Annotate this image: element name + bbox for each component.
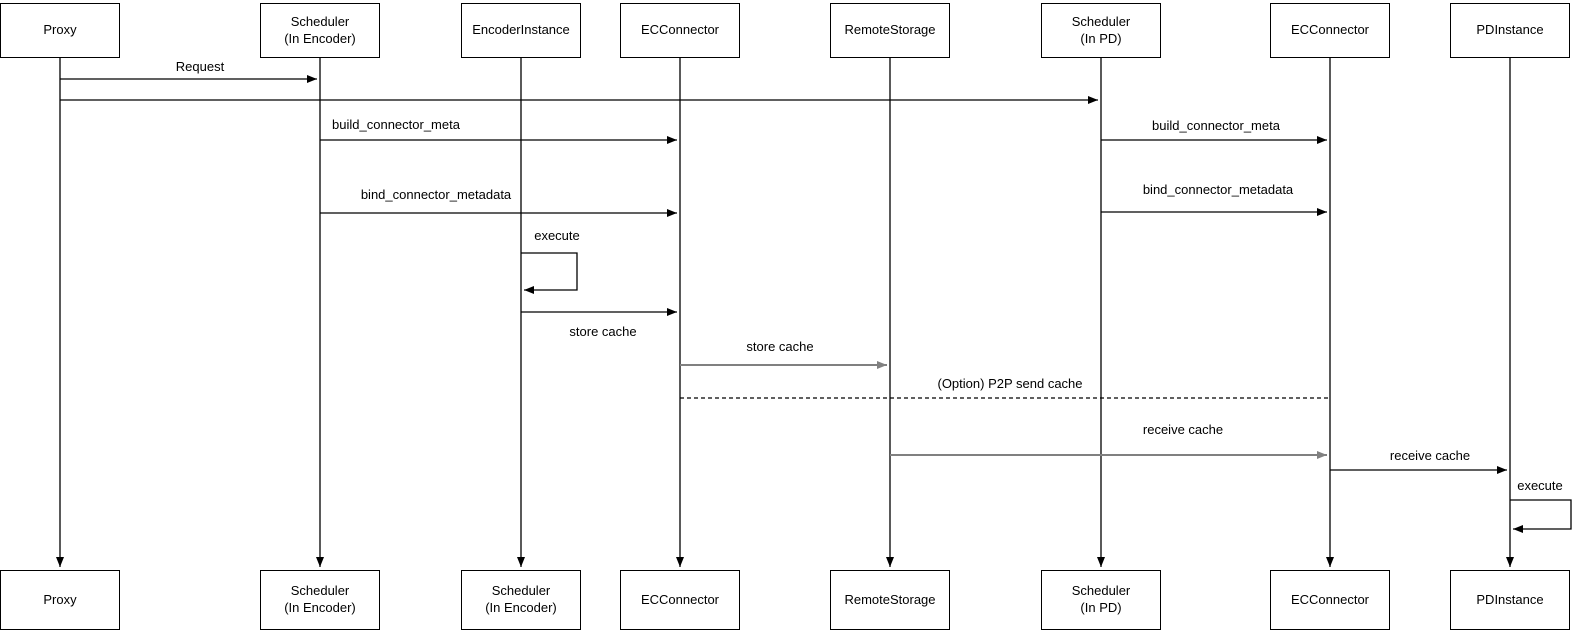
- message-label-receive-cache-1: receive cache: [1142, 422, 1224, 437]
- actor-label: Proxy: [43, 591, 77, 607]
- message-label-receive-cache-2: receive cache: [1389, 448, 1471, 463]
- actor-label: ECConnector: [640, 22, 720, 38]
- actor-label: ECConnector: [640, 591, 720, 607]
- actor-box-scheduler-pd-bottom: Scheduler (In PD): [1041, 570, 1161, 630]
- actor-box-ecconnector-left-top: ECConnector: [620, 3, 740, 58]
- message-arrow-execute-self-loop-pd: [1510, 499, 1572, 533]
- actor-label: PDInstance: [1476, 22, 1544, 38]
- message-arrow-execute-self-loop-encoder: [521, 252, 578, 294]
- actor-box-remote-storage-top: RemoteStorage: [830, 3, 950, 58]
- actor-box-scheduler-encoder-2-bottom: Scheduler (In Encoder): [461, 570, 581, 630]
- actor-box-encoder-instance-top: EncoderInstance: [461, 3, 581, 58]
- actor-label: Scheduler (In Encoder): [284, 13, 356, 46]
- actor-box-remote-storage-bottom: RemoteStorage: [830, 570, 950, 630]
- message-label-execute-encoder: execute: [534, 228, 580, 243]
- actor-box-scheduler-pd-top: Scheduler (In PD): [1041, 3, 1161, 58]
- actor-box-ecconnector-right-top: ECConnector: [1270, 3, 1390, 58]
- message-label-execute-pd: execute: [1517, 478, 1563, 493]
- message-label-build-connector-meta-right: build_connector_meta: [1152, 118, 1280, 133]
- message-label-bind-connector-metadata-left: bind_connector_metadata: [360, 187, 512, 202]
- message-label-store-cache-2: store cache: [746, 339, 814, 354]
- actor-label: EncoderInstance: [472, 22, 570, 38]
- actor-box-proxy-bottom: Proxy: [0, 570, 120, 630]
- actor-label: Scheduler (In Encoder): [284, 583, 356, 615]
- actor-box-ecconnector-left-bottom: ECConnector: [620, 570, 740, 630]
- actor-label: ECConnector: [1290, 22, 1370, 38]
- actor-box-ecconnector-right-bottom: ECConnector: [1270, 570, 1390, 630]
- actor-label: RemoteStorage: [844, 591, 936, 607]
- actor-label: Scheduler (In Encoder): [485, 583, 557, 615]
- actor-label: Scheduler (In PD): [1071, 583, 1131, 615]
- actor-label: Scheduler (In PD): [1071, 13, 1131, 46]
- message-label-bind-connector-metadata-right: bind_connector_metadata: [1142, 182, 1294, 197]
- actor-label: ECConnector: [1290, 591, 1370, 607]
- message-label-build-connector-meta-left: build_connector_meta: [332, 117, 460, 132]
- message-label-p2p-send-cache: (Option) P2P send cache: [937, 376, 1083, 391]
- actor-label: PDInstance: [1476, 591, 1544, 607]
- message-label-request: Request: [175, 59, 225, 74]
- message-label-store-cache-1: store cache: [569, 324, 637, 339]
- actor-box-pd-instance-bottom: PDInstance: [1450, 570, 1570, 630]
- actor-label: Proxy: [43, 22, 77, 38]
- actor-box-scheduler-encoder-bottom: Scheduler (In Encoder): [260, 570, 380, 630]
- actor-box-pd-instance-top: PDInstance: [1450, 3, 1570, 58]
- actor-box-scheduler-encoder-top: Scheduler (In Encoder): [260, 3, 380, 58]
- actor-box-proxy-top: Proxy: [0, 3, 120, 58]
- actor-label: RemoteStorage: [844, 22, 936, 38]
